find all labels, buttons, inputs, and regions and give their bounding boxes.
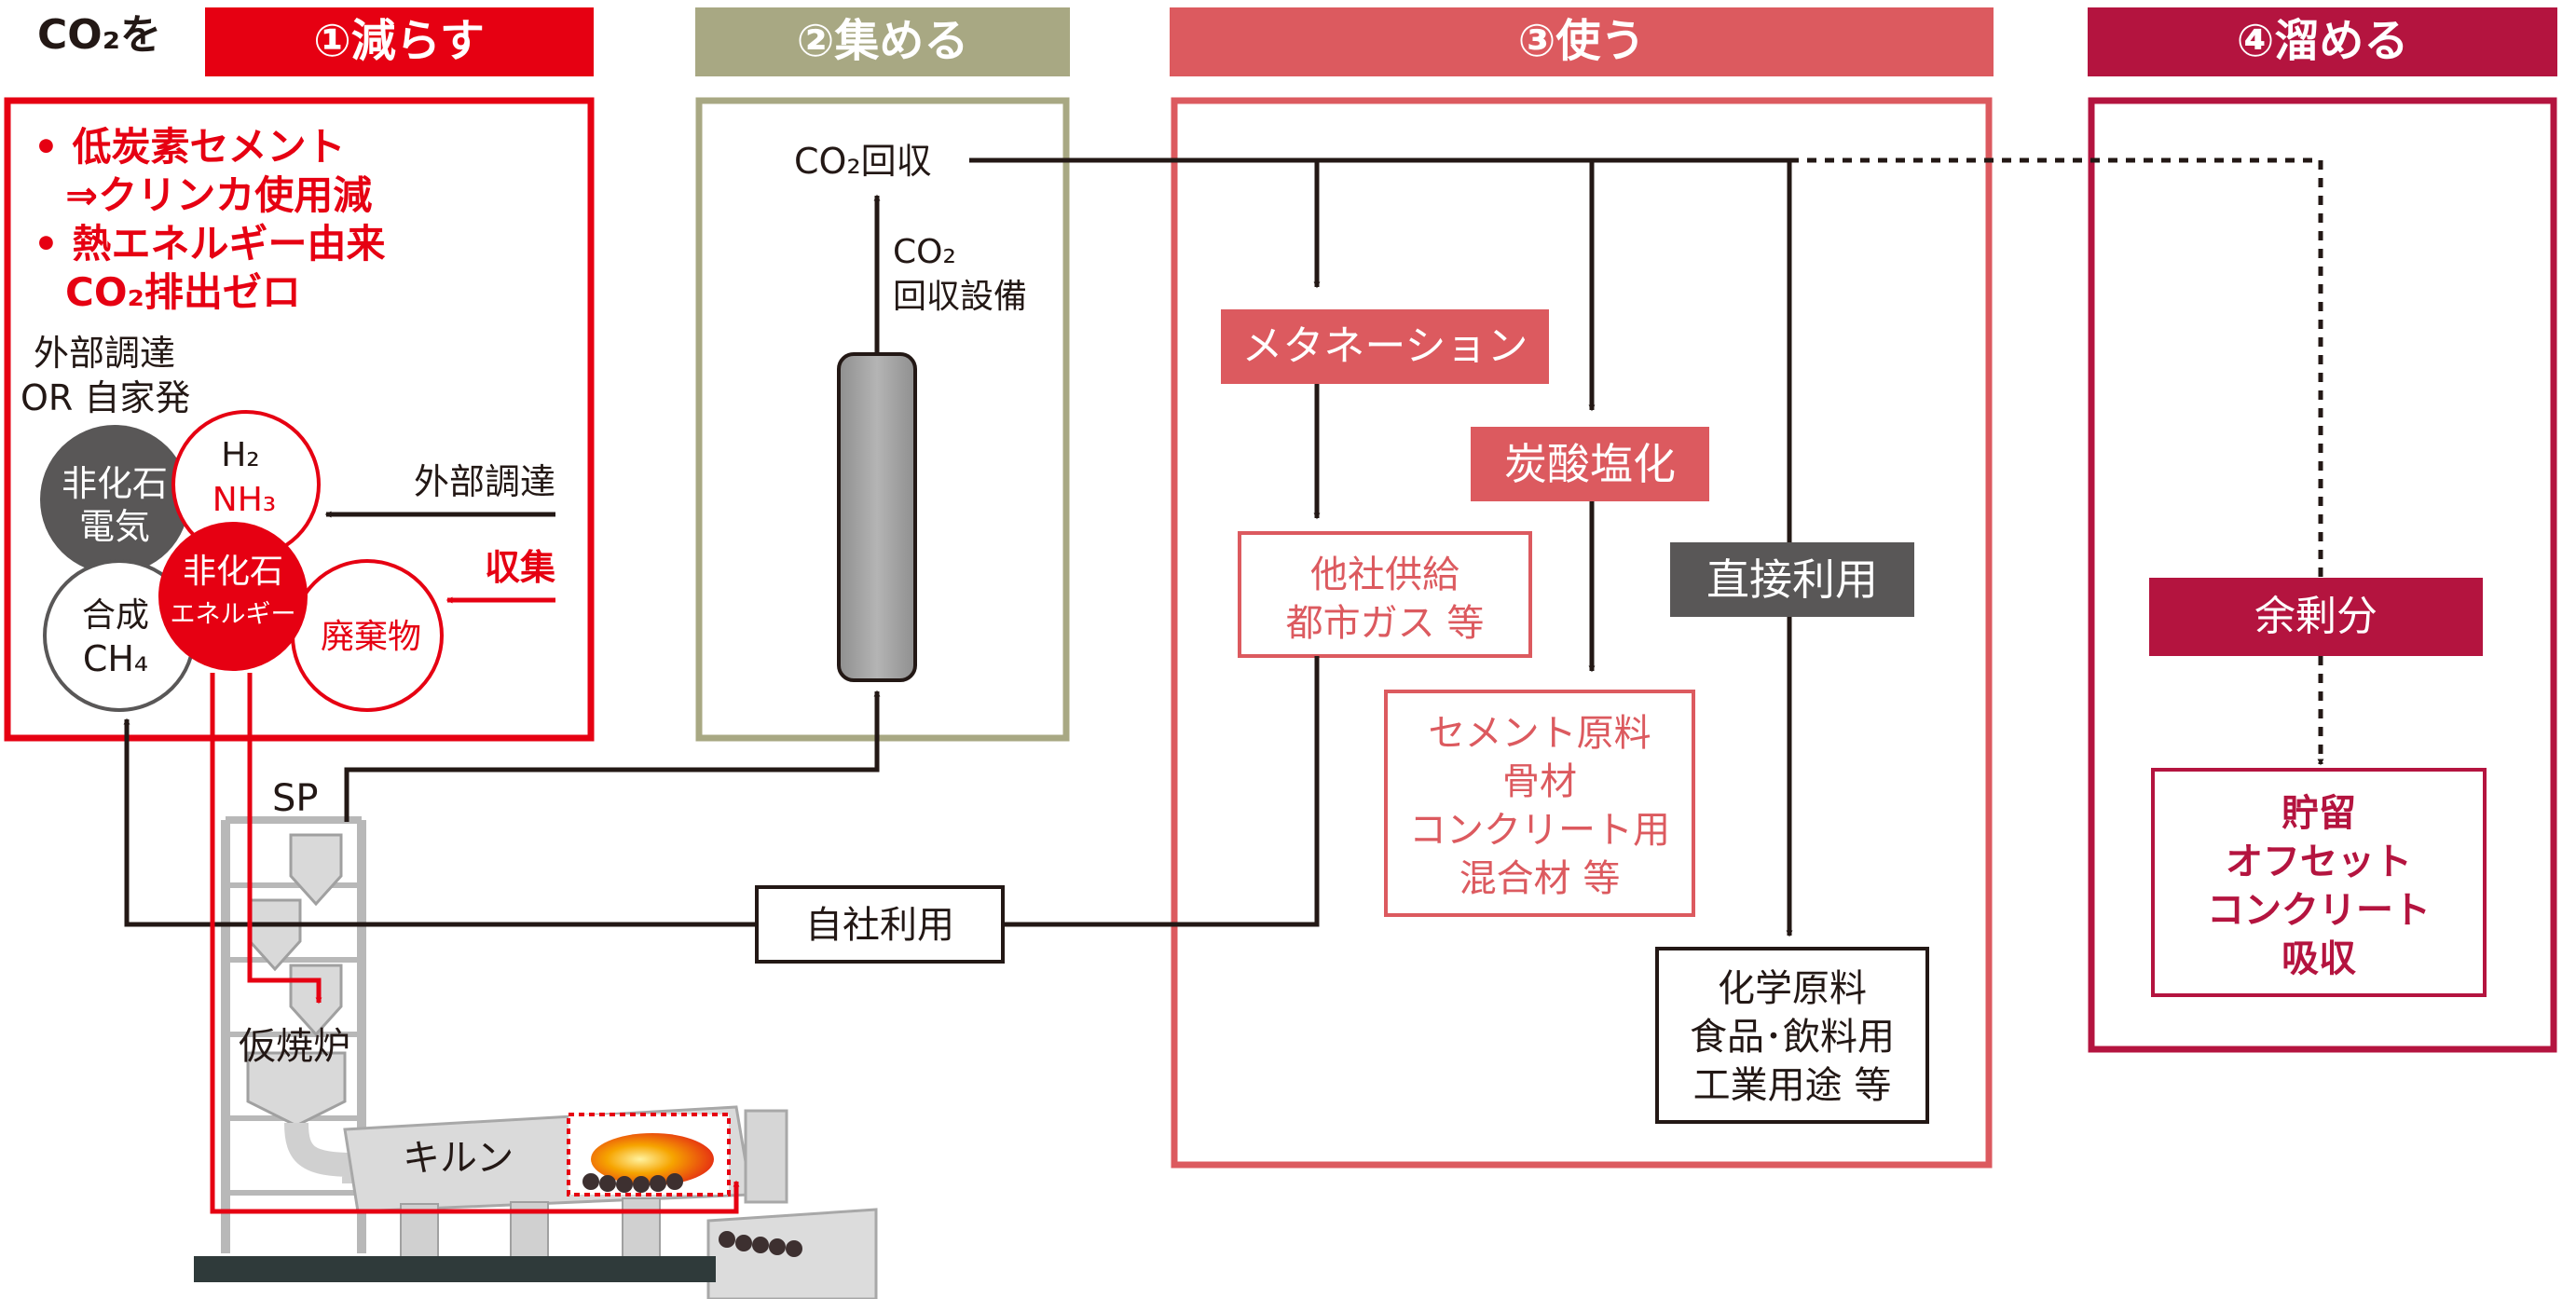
- storage-item4: 吸収: [2281, 937, 2356, 980]
- reduce-bullet1-line2: ⇒クリンカ使用減: [65, 172, 372, 218]
- cement-line1: セメント原料: [1428, 712, 1651, 755]
- cement-line2: 骨材: [1502, 760, 1577, 803]
- header-use: ③使う: [1518, 15, 1646, 67]
- cement-box: [1384, 690, 1695, 917]
- collection-label: 収集: [485, 547, 555, 588]
- external-label: 外部調達: [414, 461, 555, 502]
- hydrogen-label: H₂: [221, 436, 260, 474]
- cement-line3: コンクリート用: [1409, 809, 1670, 852]
- chemical-line3: 工業用途 等: [1693, 1064, 1892, 1107]
- self-use-box: [755, 885, 1005, 964]
- panel-collect: [695, 97, 1070, 742]
- self-use-label: 自社利用: [805, 904, 954, 947]
- recovery-column: [837, 352, 917, 682]
- sp-label: SP: [272, 777, 319, 820]
- header-bar-reduce: [205, 7, 594, 76]
- reduce-bullet2-line2: CO₂排出ゼロ: [65, 269, 301, 315]
- gas-line2: 都市ガス 等: [1286, 602, 1485, 645]
- direct-use-box: [1670, 542, 1914, 617]
- cement-line4: 混合材 等: [1459, 857, 1621, 900]
- header-reduce: ①減らす: [313, 15, 485, 67]
- carbonation-label: 炭酸塩化: [1504, 439, 1676, 489]
- header-collect: ②集める: [797, 15, 969, 67]
- storage-item3: コンクリート: [2207, 889, 2431, 932]
- power-line2: 電気: [79, 506, 150, 547]
- surplus-box: [2149, 578, 2483, 656]
- chemical-box: [1655, 947, 1929, 1124]
- source-line1: 外部調達: [34, 333, 175, 374]
- sp-to-column-arrow: [344, 690, 881, 822]
- panel-use: [1171, 97, 1993, 1169]
- kiln-label: キルン: [403, 1137, 514, 1180]
- methanation-box: [1221, 309, 1549, 384]
- waste-label: 廃棄物: [321, 618, 421, 656]
- power-circle: [40, 425, 189, 574]
- chemical-line1: 化学原料: [1718, 967, 1867, 1010]
- methane-line1: 合成: [82, 596, 149, 635]
- header-bar-use: [1170, 7, 1994, 76]
- equipment-line1: CO₂: [893, 233, 956, 271]
- calciner-label: 仮焼炉: [239, 1025, 350, 1068]
- gas-line1: 他社供給: [1310, 554, 1459, 596]
- gas-box: [1238, 531, 1532, 658]
- storage-box: [2151, 768, 2487, 997]
- equipment-line2: 回収設備: [893, 278, 1027, 316]
- co2-recovery-label: CO₂回収: [794, 141, 932, 182]
- header-store: ④溜める: [2237, 15, 2409, 67]
- header-prefix: CO₂を: [37, 11, 161, 59]
- reduce-bullet2-line1: • 熱エネルギー由来: [34, 221, 385, 267]
- energy-circle: [158, 522, 308, 671]
- header-bar-store: [2088, 7, 2557, 76]
- energy-to-kiln-line: [210, 673, 740, 1214]
- energy-line2: エネルギー: [171, 600, 296, 629]
- power-line1: 非化石: [62, 463, 168, 504]
- reduce-bullet1-line1: • 低炭素セメント: [34, 124, 346, 170]
- energy-line1: 非化石: [183, 553, 283, 591]
- cement-plant-illustration: [194, 816, 878, 1299]
- methane-line2: CH₄: [83, 638, 148, 679]
- header-bar-collect: [695, 7, 1070, 76]
- direct-use-label: 直接利用: [1706, 554, 1878, 605]
- ammonia-label: NH₃: [212, 481, 276, 519]
- methanation-label: メタネーション: [1241, 322, 1528, 370]
- panel-store: [2088, 97, 2557, 1053]
- chemical-line2: 食品･飲料用: [1690, 1016, 1895, 1059]
- surplus-label: 余剰分: [2254, 593, 2377, 640]
- energy-to-calciner-line: [247, 673, 322, 1005]
- carbonation-box: [1471, 427, 1709, 501]
- panel-reduce: [4, 97, 595, 742]
- storage-item2: オフセット: [2226, 841, 2412, 883]
- self-use-arrow: [123, 656, 1320, 927]
- source-line2: OR 自家発: [21, 377, 190, 418]
- storage-item1: 貯留: [2281, 792, 2356, 835]
